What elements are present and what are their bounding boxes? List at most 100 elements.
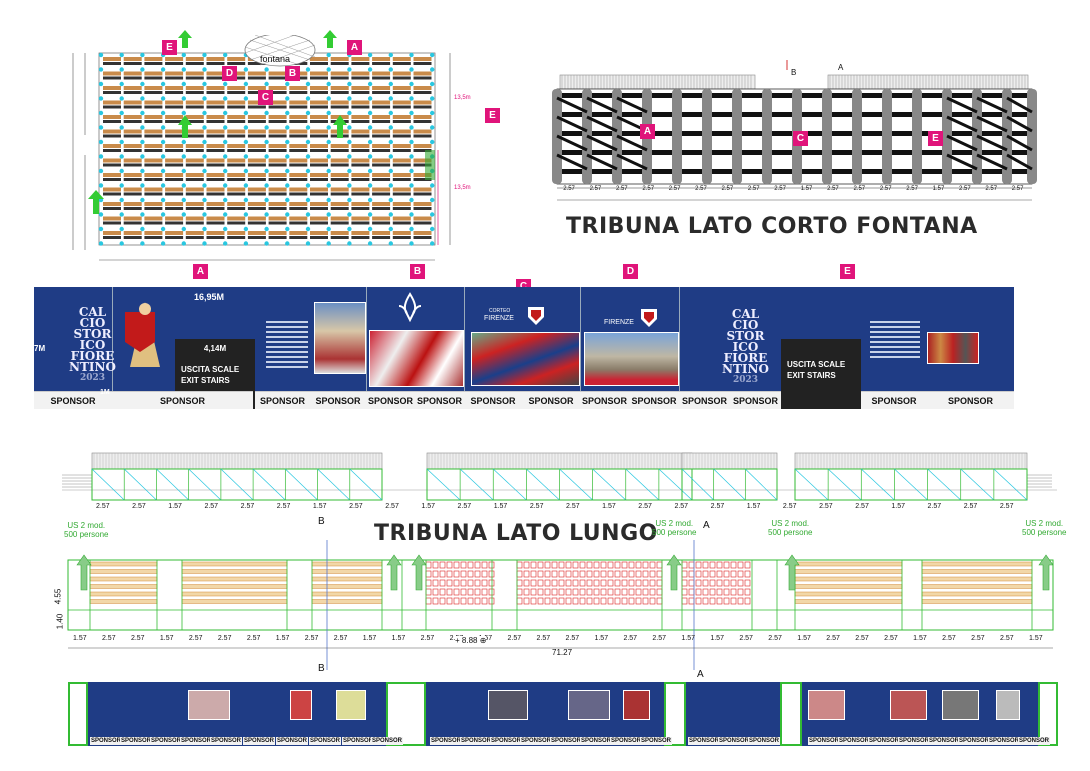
banner-photo	[336, 690, 366, 720]
seat-plank	[206, 202, 225, 206]
seat-plank	[144, 129, 163, 134]
long-top-dim: 2.57	[782, 503, 797, 510]
seat-shadow	[372, 192, 391, 196]
seat-plank	[247, 187, 266, 192]
seat-shadow	[123, 178, 142, 181]
post	[285, 241, 290, 246]
seat-shadow	[103, 91, 121, 94]
seat-shadow	[144, 221, 163, 225]
seat-plank	[165, 144, 184, 148]
post	[326, 168, 331, 174]
seat-shadow	[123, 134, 142, 138]
long-top-dim: 2.57	[963, 503, 978, 510]
seat-plank	[372, 71, 391, 76]
marker-a-banner: A	[193, 264, 208, 279]
short-dim: 2.57	[563, 186, 575, 192]
seat-plank	[372, 144, 391, 148]
post	[347, 168, 352, 174]
seat-plank	[351, 202, 370, 206]
short-dim: 2.57	[1011, 186, 1024, 192]
post	[223, 212, 228, 217]
seat-plank	[392, 129, 411, 134]
post	[223, 110, 228, 116]
seat-shadow	[330, 105, 349, 109]
seat-shadow	[372, 91, 391, 94]
seat-plank	[206, 231, 225, 235]
post	[140, 241, 145, 246]
sponsor-label: SPONSOR	[90, 737, 123, 745]
post	[140, 81, 145, 87]
seat-plank	[185, 216, 204, 221]
short-dim: 2.57	[827, 186, 839, 192]
seat-shadow	[310, 192, 328, 196]
banner-photo	[188, 690, 230, 720]
long-bottom-dim: 2.57	[942, 635, 956, 642]
post	[243, 154, 249, 159]
photo-cathedral	[314, 302, 366, 374]
long-top-dim: 2.57	[638, 503, 652, 510]
seat-plank	[206, 216, 225, 221]
seat-shadow	[268, 134, 287, 138]
seat-shadow	[247, 221, 266, 225]
seat-plank	[289, 173, 308, 177]
post	[409, 212, 414, 217]
post	[285, 96, 290, 101]
column	[732, 89, 742, 184]
post	[160, 110, 166, 116]
seat-plank	[372, 173, 391, 177]
text-block-1	[266, 321, 308, 371]
post	[202, 52, 207, 58]
us-label-1: US 2 mod.500 persone	[64, 521, 109, 539]
seat-shadow	[268, 178, 287, 181]
seat-shadow	[123, 76, 142, 80]
seat-plank	[227, 100, 246, 105]
post	[181, 110, 186, 116]
sponsor-box: SPONSOR	[366, 391, 415, 409]
seat-shadow	[310, 91, 328, 94]
short-dim: 2.57	[879, 186, 892, 192]
post	[140, 212, 145, 217]
seat-plank	[413, 71, 432, 76]
seat-shadow	[185, 105, 204, 109]
post	[160, 241, 166, 246]
cut-a-bottom: A	[697, 669, 704, 680]
seat-shadow	[413, 163, 432, 167]
long-top-dim: 2.57	[999, 503, 1014, 510]
sponsor-box: SPONSOR	[927, 391, 1014, 409]
exit-arrow	[784, 554, 800, 591]
post	[326, 81, 331, 87]
sponsor-label: SPONSOR	[898, 737, 931, 745]
long-top-dim: 1.57	[746, 503, 761, 510]
post	[430, 212, 435, 217]
sponsor-label: SPONSOR	[640, 737, 673, 745]
seat-shadow	[372, 221, 391, 225]
post	[285, 183, 290, 188]
seat-shadow	[289, 120, 308, 123]
seat-plank	[268, 71, 287, 76]
banner-photo	[996, 690, 1020, 720]
sponsor-label: SPONSOR	[342, 737, 375, 745]
marker-e-banner: E	[840, 264, 855, 279]
seat-shadow	[185, 134, 204, 138]
seat-shadow	[413, 62, 432, 65]
stair-module	[1038, 682, 1058, 746]
post	[119, 168, 124, 174]
long-top-dim: 1.57	[493, 503, 508, 510]
post	[98, 226, 104, 232]
seat-plank	[103, 129, 121, 134]
post	[140, 197, 145, 203]
seat-shadow	[330, 62, 349, 65]
seat-plank	[392, 158, 411, 163]
long-bottom-dim: 2.57	[1000, 635, 1014, 642]
banner-photo	[942, 690, 979, 720]
seat-plank	[144, 71, 163, 76]
long-bottom-dim: 1.57	[913, 635, 927, 642]
post	[409, 125, 414, 130]
seat-plank	[227, 129, 246, 134]
seat-plank	[289, 100, 308, 105]
post	[264, 183, 269, 188]
post	[430, 125, 435, 130]
post	[140, 154, 145, 159]
seat-plank	[268, 202, 287, 206]
